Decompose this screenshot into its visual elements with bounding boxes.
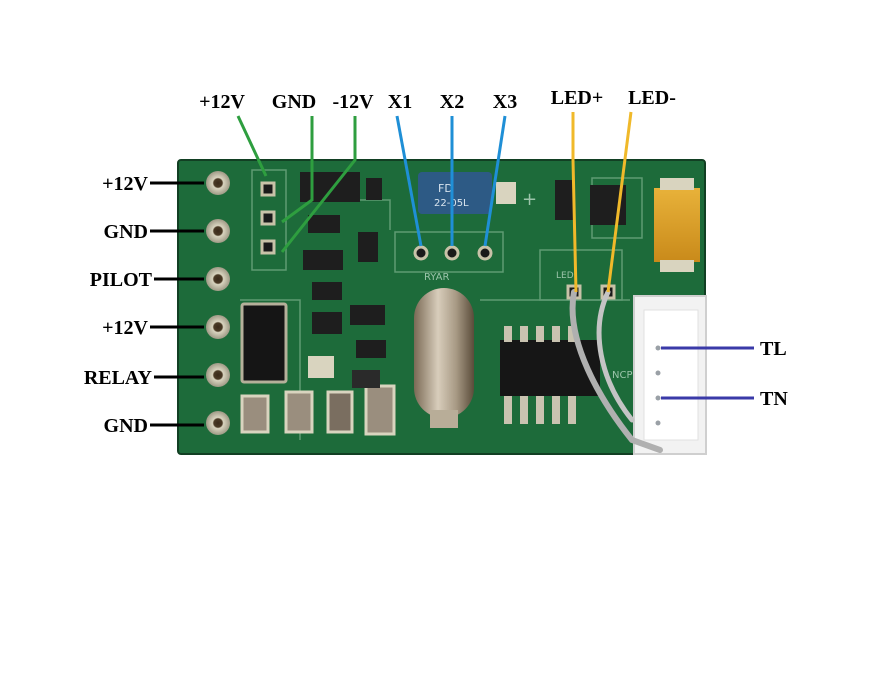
power-leaders: [236, 115, 357, 253]
connector-label-tl: TL: [760, 338, 787, 360]
diode-component: [240, 302, 288, 384]
left-header-pads: [206, 171, 230, 435]
power-pad-1: [260, 181, 276, 197]
led-label-minus: LED-: [628, 87, 676, 109]
pad-3: [206, 267, 230, 291]
led-leader-minus: [606, 111, 633, 293]
signal-pad-1: [413, 245, 429, 261]
power-label-plus12v: +12V: [199, 91, 245, 113]
white-connector: [633, 295, 707, 455]
ic-chip: [500, 326, 600, 424]
signal-leader-x3: [483, 115, 507, 247]
power-labels: +12V GND -12V: [199, 91, 374, 113]
led-wire-2: [596, 289, 635, 423]
power-pad-3: [260, 239, 276, 255]
signal-label-x1: X1: [388, 91, 412, 113]
power-label-minus12v: -12V: [332, 91, 374, 113]
led-text: LED: [556, 271, 574, 281]
pin-label-6: GND: [104, 415, 148, 437]
signal-leader-x1: [395, 115, 423, 247]
pcb-board: FD 22-05L +: [177, 159, 707, 455]
smd-components: [300, 172, 626, 358]
relay-code: FD: [438, 182, 453, 195]
pin-label-2: GND: [104, 221, 148, 243]
signal-pad-2: [444, 245, 460, 261]
signal-pad-3: [477, 245, 493, 261]
connector-label-tn: TN: [760, 388, 788, 410]
pad-5: [206, 363, 230, 387]
led-leaders: [571, 111, 633, 293]
led-wire: [569, 289, 663, 453]
power-leader-plus12v: [236, 115, 268, 177]
power-label-gnd: GND: [272, 91, 316, 113]
pad-6: [206, 411, 230, 435]
signal-label-x2: X2: [440, 91, 464, 113]
connector-leaders: [661, 346, 754, 400]
chip-text: NCP: [612, 370, 633, 381]
signal-labels: X1 X2 X3: [388, 91, 517, 113]
relay-component: [418, 172, 492, 214]
signal-label-x3: X3: [493, 91, 517, 113]
power-leader-minus12v: [280, 116, 357, 253]
bottom-passives: [240, 356, 396, 436]
pad-4: [206, 315, 230, 339]
led-label-plus: LED+: [551, 87, 604, 109]
led-leader-plus: [571, 112, 578, 293]
left-pin-labels: +12V GND PILOT +12V RELAY GND: [84, 173, 153, 437]
pin-label-4: +12V: [102, 317, 148, 339]
left-pin-leaders: [150, 181, 204, 427]
tantalum-capacitor: [654, 178, 700, 272]
relay-pad: [496, 182, 516, 204]
pad-1: [206, 171, 230, 195]
signal-pads: [413, 245, 493, 261]
crystal-text: RYAR: [424, 272, 449, 283]
pin-label-5: RELAY: [84, 367, 153, 389]
pad-2: [206, 219, 230, 243]
crystal-oscillator: [414, 288, 474, 428]
led-labels: LED+ LED-: [551, 87, 676, 109]
power-pads: [260, 181, 276, 255]
pin-label-1: +12V: [102, 173, 148, 195]
plus-mark: +: [522, 189, 537, 210]
connector-labels: TL TN: [760, 338, 788, 410]
power-leader-gnd: [281, 116, 314, 224]
signal-leaders: [395, 115, 507, 247]
power-pad-2: [260, 210, 276, 226]
pin-label-3: PILOT: [90, 269, 153, 291]
